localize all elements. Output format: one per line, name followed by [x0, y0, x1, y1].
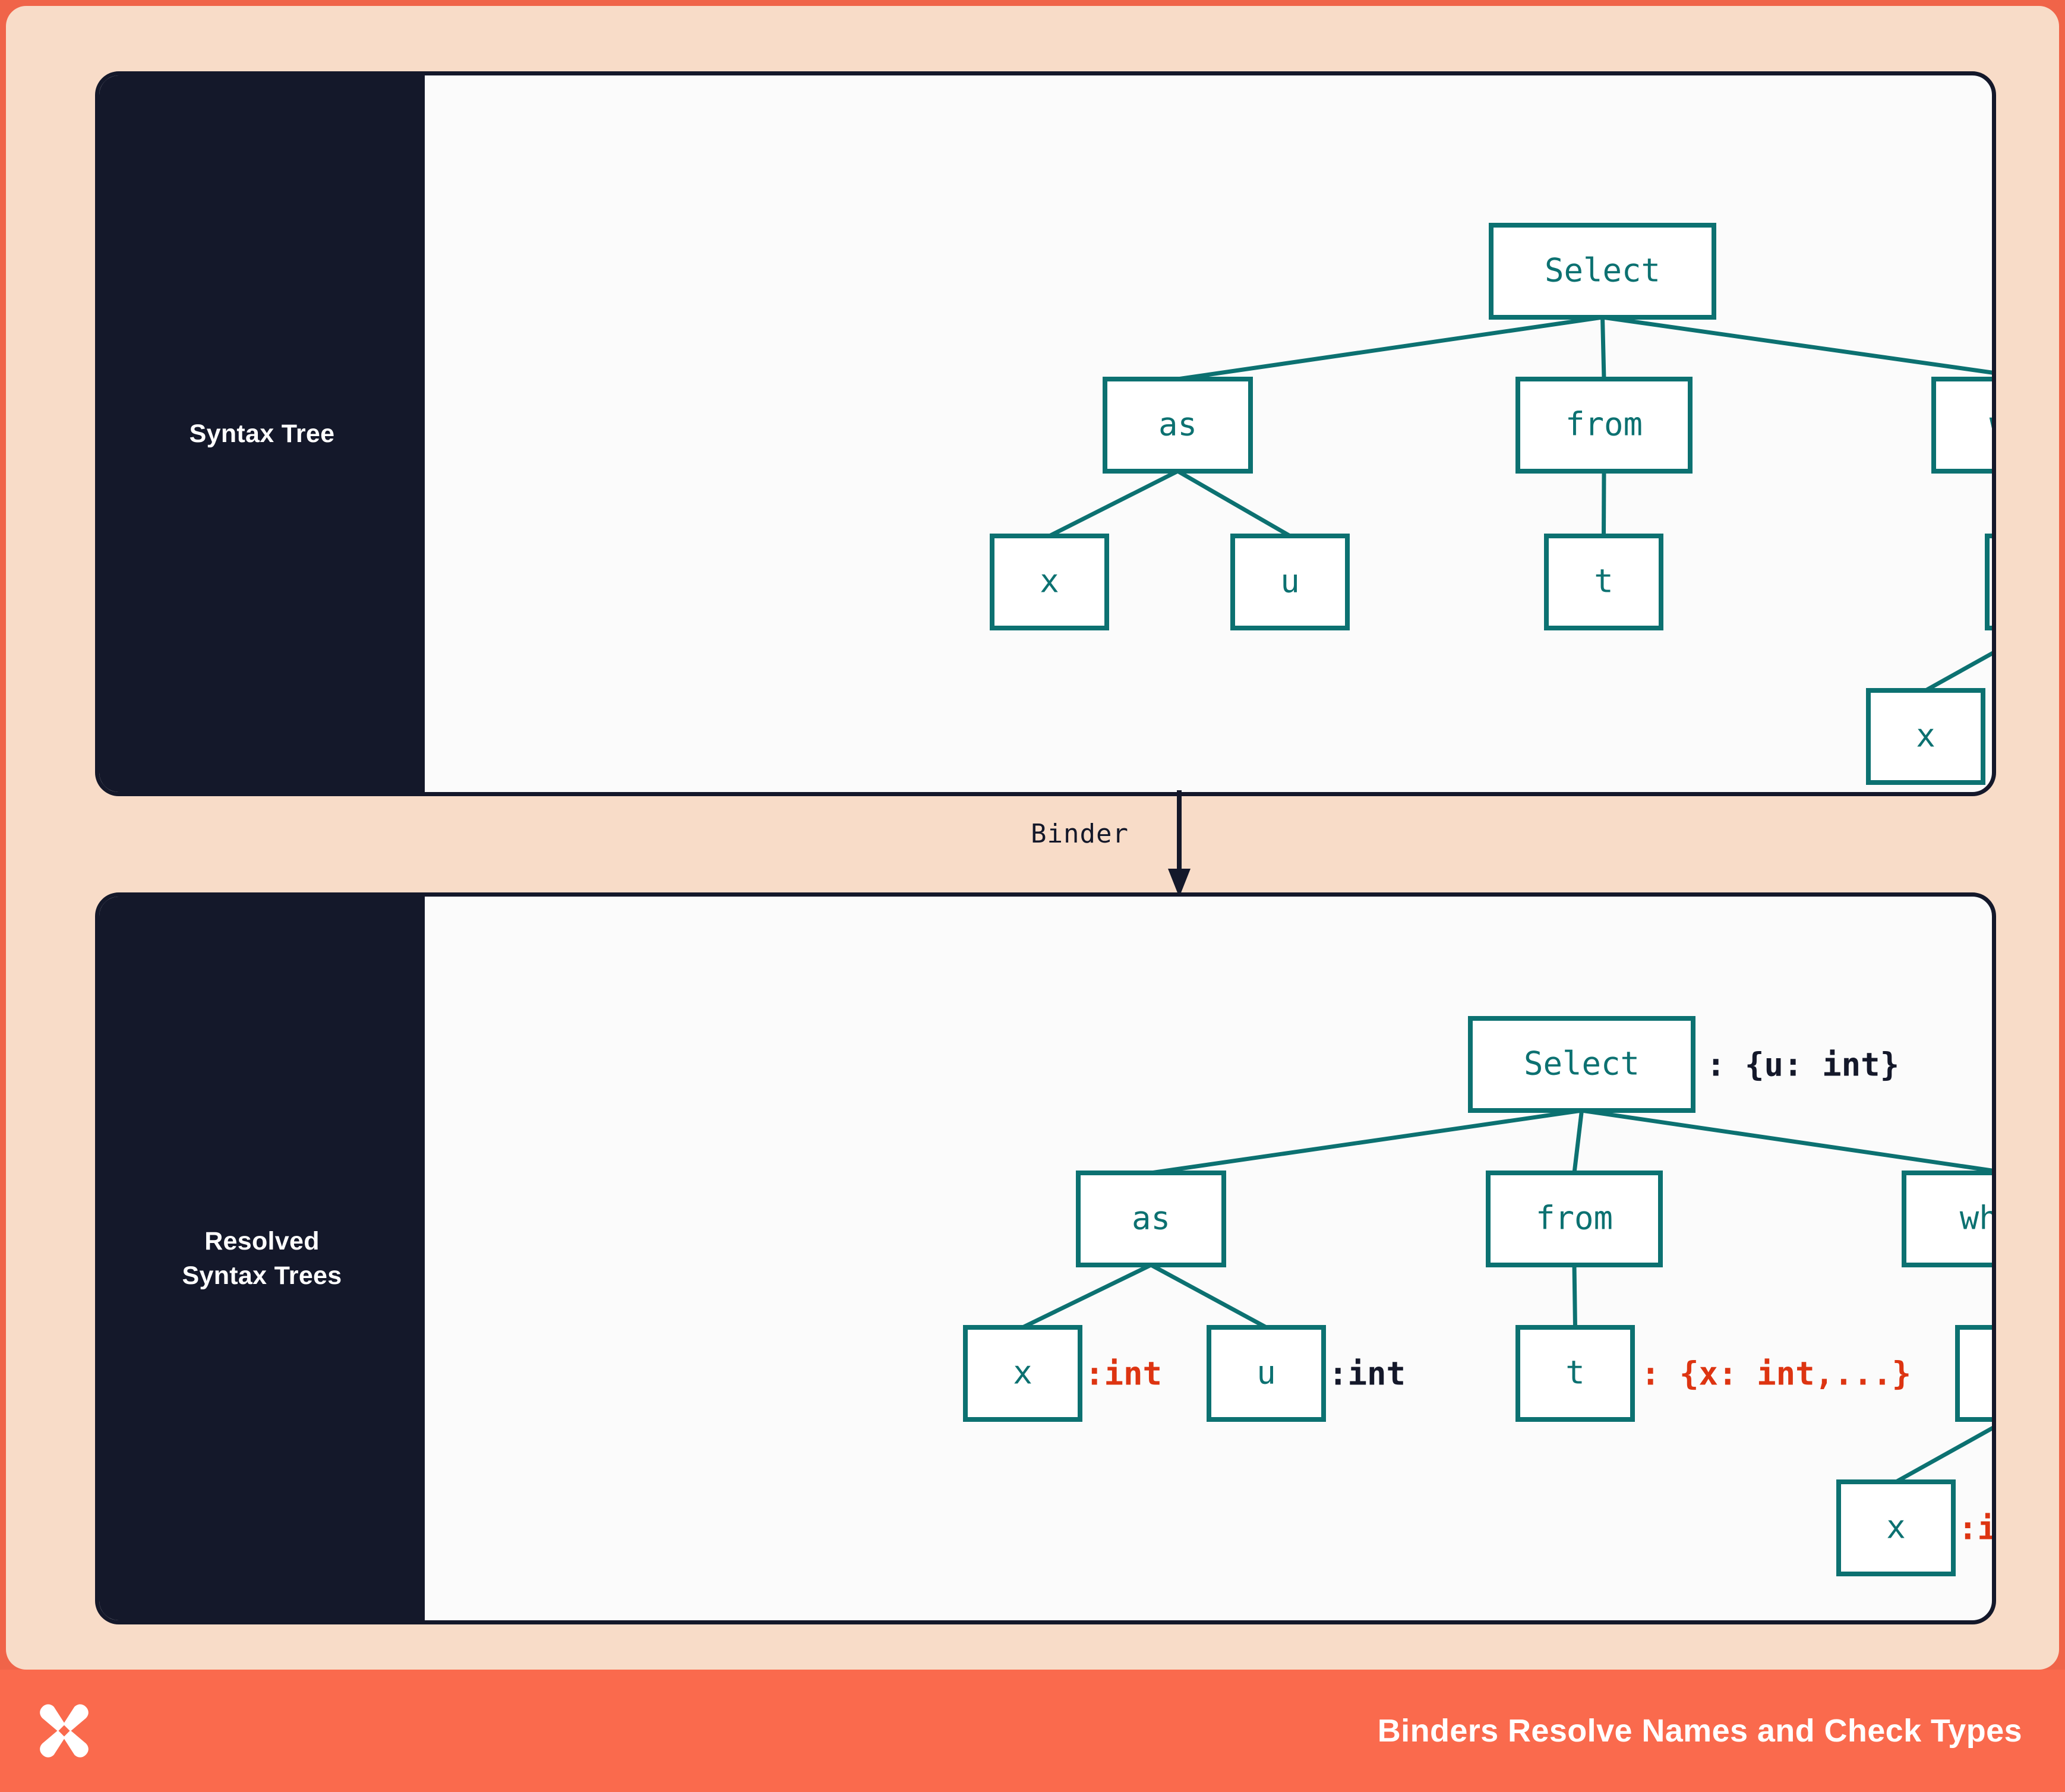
node-type-annotation: : {x: int,...} — [1641, 1355, 1911, 1393]
tree-node-where[interactable]: where — [1902, 1171, 1996, 1267]
node-label: x — [1013, 1354, 1032, 1392]
node-label: Select — [1524, 1045, 1640, 1083]
footer-bar: Binders Resolve Names and Check Types — [0, 1670, 2065, 1792]
node-box — [1931, 377, 1992, 474]
node-label: x — [1916, 717, 1935, 755]
node-label: u — [1280, 563, 1300, 600]
node-label: u — [1256, 1354, 1276, 1392]
node-box — [1207, 1325, 1326, 1422]
node-box — [1866, 688, 1985, 785]
tree-edge — [1150, 1108, 1583, 1175]
node-type-annotation: :int — [1085, 1355, 1162, 1393]
node-box — [1103, 377, 1253, 474]
tree-node-where[interactable]: where — [1931, 377, 1996, 474]
tree-node-select[interactable]: Select — [1489, 223, 1716, 320]
tree-node-as-u[interactable]: u — [1230, 534, 1350, 630]
node-box — [1468, 1016, 1695, 1113]
tree-edge — [1924, 651, 1992, 693]
node-label: as — [1132, 1200, 1170, 1237]
node-label: where — [1990, 406, 1996, 443]
tree-canvas-resolved-syntax-trees: Select: {u: int}asfromwherex:intu:intt: … — [425, 897, 1992, 1620]
tree-edge — [1150, 1263, 1268, 1330]
tree-node-as[interactable]: as — [1076, 1171, 1226, 1267]
tree-edge — [1602, 471, 1606, 537]
node-label: where — [1960, 1200, 1996, 1237]
tree-canvas-syntax-tree: Selectasfromwherexut>x0 — [425, 75, 1992, 792]
tree-node-as-x[interactable]: x :int — [963, 1325, 1162, 1422]
node-box — [1544, 534, 1663, 630]
tree-edge — [1600, 317, 1606, 380]
tree-resolved-syntax-trees: Select : {u: int} as from where x :int u :int t : … — [963, 1016, 1996, 1576]
node-label: from — [1565, 406, 1643, 443]
diagram-card: Syntax Tree Selectasfromwherexut>x0 Bind… — [6, 6, 2059, 1670]
node-box — [1985, 534, 1992, 630]
node-type-annotation: : {u: int} — [1706, 1046, 1899, 1084]
four-pointed-star-logo-icon — [40, 1704, 89, 1758]
node-label: t — [1565, 1354, 1585, 1392]
node-box — [1230, 534, 1350, 630]
node-box — [1836, 1479, 1956, 1576]
node-box — [1486, 1171, 1663, 1267]
tree-node-from-t[interactable]: t — [1544, 534, 1663, 630]
binder-arrow — [1168, 790, 1191, 897]
tree-edge — [1021, 1263, 1153, 1330]
tree-node-as[interactable]: as — [1103, 377, 1253, 474]
tree-node-from[interactable]: from — [1515, 377, 1693, 474]
node-box — [963, 1325, 1082, 1422]
node-box — [1955, 1325, 1992, 1422]
tree-edge — [1048, 469, 1179, 538]
tree-edge — [1177, 315, 1603, 381]
node-label: as — [1158, 406, 1197, 443]
node-box — [1515, 377, 1693, 474]
binder-label: Binder — [1031, 819, 1129, 849]
node-type-annotation: :int — [1958, 1510, 1996, 1547]
tree-edge — [1572, 1110, 1584, 1173]
node-label: x — [1040, 563, 1059, 600]
node-box — [1076, 1171, 1226, 1267]
tree-edge — [1176, 469, 1292, 538]
tree-node-gt-x[interactable]: x :int — [1836, 1479, 1996, 1576]
node-label: t — [1594, 563, 1614, 600]
node-box — [1515, 1325, 1635, 1422]
tree-node-from[interactable]: from — [1486, 1171, 1663, 1267]
node-box — [990, 534, 1109, 630]
tree-node-from-t[interactable]: t : {x: int,...} — [1515, 1325, 1911, 1422]
node-box — [1902, 1171, 1992, 1267]
node-type-annotation: :int — [1328, 1355, 1406, 1393]
node-label: from — [1536, 1200, 1613, 1237]
tree-node-gt[interactable]: >:bool — [1955, 1325, 1996, 1422]
tree-edge — [1581, 1108, 1992, 1173]
node-box — [1489, 223, 1716, 320]
tree-node-select[interactable]: Select : {u: int} — [1468, 1016, 1899, 1113]
footer-title: Binders Resolve Names and Check Types — [1377, 1713, 2022, 1749]
node-label: Select — [1545, 252, 1660, 289]
panel-label-syntax-tree: Syntax Tree — [99, 75, 425, 792]
tree-edge — [1572, 1264, 1577, 1328]
tree-node-gt-x[interactable]: x — [1866, 688, 1985, 785]
panel-syntax-tree: Syntax Tree Selectasfromwherexut>x0 — [95, 71, 1996, 796]
tree-edge — [1895, 1426, 1992, 1484]
tree-syntax-tree: Selectasfromwherexut>x0 — [990, 223, 1996, 785]
tree-node-as-u[interactable]: u :int — [1207, 1325, 1406, 1422]
node-label: x — [1886, 1509, 1906, 1546]
tree-edge — [1602, 315, 1992, 375]
tree-node-as-x[interactable]: x — [990, 534, 1109, 630]
tree-node-gt[interactable]: > — [1985, 534, 1996, 630]
